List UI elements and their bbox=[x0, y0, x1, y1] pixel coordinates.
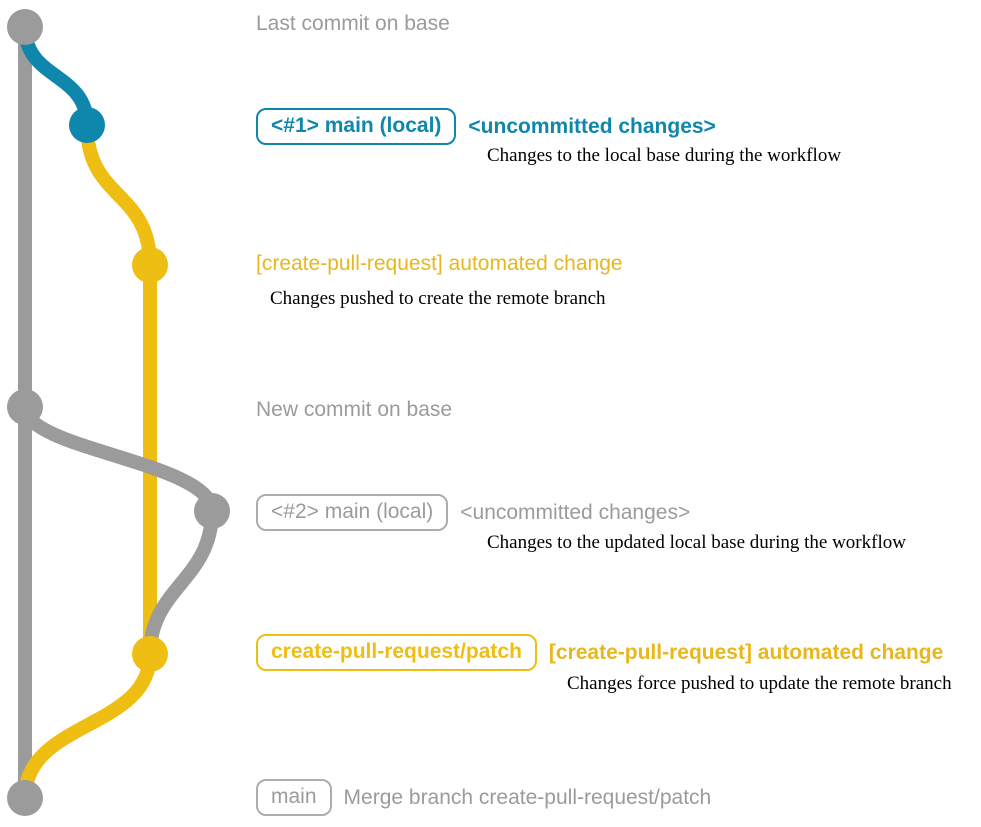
ref-badge-main-local-2[interactable]: <#2> main (local) bbox=[256, 494, 449, 531]
commit-node-base-new[interactable] bbox=[7, 389, 43, 425]
commit-node-local-2[interactable] bbox=[194, 493, 230, 529]
patch-branch-line-1 bbox=[80, 118, 157, 272]
row-local-commit-1: <#1> main (local) <uncommitted changes> bbox=[256, 108, 716, 145]
commit-node-base-last[interactable] bbox=[7, 9, 43, 45]
commit-description-automated-2: Changes force pushed to update the remot… bbox=[567, 673, 952, 694]
commit-subject-automated-2: [create-pull-request] automated change bbox=[548, 640, 944, 664]
ref-badge-main-local-1[interactable]: <#1> main (local) bbox=[256, 108, 457, 145]
row-new-commit-on-base: New commit on base bbox=[256, 398, 452, 422]
ref-badge-main[interactable]: main bbox=[256, 779, 332, 816]
commit-description-automated-1: Changes pushed to create the remote bran… bbox=[270, 288, 606, 309]
local-to-patch-line bbox=[143, 504, 219, 661]
commit-subject-local-1: <uncommitted changes> bbox=[468, 114, 716, 138]
commit-description-local-2: Changes to the updated local base during… bbox=[487, 532, 906, 553]
row-automated-change-2: create-pull-request/patch [create-pull-r… bbox=[256, 634, 943, 671]
commit-node-patch-1[interactable] bbox=[132, 247, 168, 283]
row-local-commit-2: <#2> main (local) <uncommitted changes> bbox=[256, 494, 690, 531]
patch-merge-line bbox=[18, 647, 157, 805]
row-last-commit-on-base: Last commit on base bbox=[256, 12, 450, 36]
commit-subject-new-commit: New commit on base bbox=[256, 398, 453, 421]
row-automated-change-1: [create-pull-request] automated change bbox=[256, 252, 623, 276]
row-merge-commit: main Merge branch create-pull-request/pa… bbox=[256, 779, 711, 816]
commit-node-local-1[interactable] bbox=[69, 107, 105, 143]
commit-subject-merge: Merge branch create-pull-request/patch bbox=[343, 785, 712, 809]
ref-badge-create-pull-request-patch[interactable]: create-pull-request/patch bbox=[256, 634, 537, 671]
commit-subject-automated-1: [create-pull-request] automated change bbox=[256, 252, 623, 275]
commit-node-patch-2[interactable] bbox=[132, 636, 168, 672]
commit-subject-local-2: <uncommitted changes> bbox=[460, 500, 691, 524]
commit-description-local-1: Changes to the local base during the wor… bbox=[487, 145, 842, 166]
commit-subject-last-commit: Last commit on base bbox=[256, 12, 450, 35]
commit-node-base-merge[interactable] bbox=[7, 780, 43, 816]
